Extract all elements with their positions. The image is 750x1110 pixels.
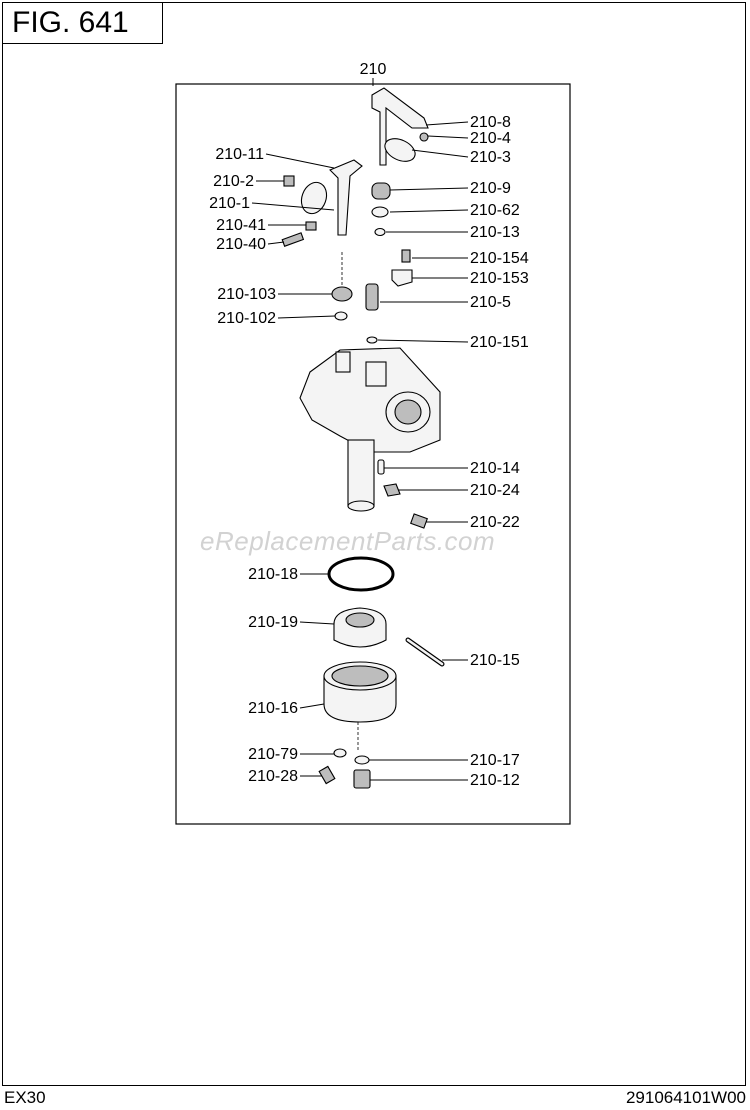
- bracket-part: [391, 269, 413, 287]
- callout-label: 210-11: [215, 146, 264, 163]
- washer-part: [371, 206, 389, 218]
- screw-part: [283, 175, 295, 187]
- jet-part: [366, 336, 378, 344]
- carburetor-venturi: [394, 399, 422, 425]
- seal-part: [331, 286, 353, 302]
- assembly-label: 210: [360, 61, 387, 78]
- callout-label: 210-41: [216, 217, 266, 234]
- carburetor-stem-part: [347, 439, 375, 507]
- pin-part: [377, 459, 385, 475]
- gasket-ring-part: [327, 556, 395, 592]
- callout-label: 210-151: [470, 334, 529, 351]
- callout-label: 210-40: [216, 236, 266, 253]
- model-label: EX30: [4, 1088, 46, 1107]
- float-pin-part: [406, 638, 444, 666]
- callout-label: 210-1: [209, 195, 250, 212]
- washer-part: [333, 748, 347, 758]
- callout-label: 210-14: [470, 460, 520, 477]
- screw-part: [401, 249, 411, 263]
- callout-label: 210-79: [248, 746, 298, 763]
- watermark: eReplacementParts.com: [200, 526, 496, 556]
- callout-label: 210-154: [470, 250, 529, 267]
- float-bowl-inside: [331, 665, 389, 687]
- callout-label: 210-2: [213, 173, 254, 190]
- drawing-code: 291064101W00: [625, 1088, 746, 1107]
- choke-lever-part: [329, 159, 363, 236]
- throttle-plate-part: [384, 138, 416, 162]
- screw-part: [410, 513, 428, 529]
- clip-part: [383, 483, 401, 497]
- callout-label: 210-17: [470, 752, 520, 769]
- choke-plate-part: [300, 181, 328, 215]
- callout-label: 210-62: [470, 202, 520, 219]
- screw-part: [419, 132, 429, 142]
- callout-leaders: [251, 121, 469, 781]
- needle-part: [365, 283, 379, 311]
- callout-label: 210-18: [248, 566, 298, 583]
- gasket-part: [354, 755, 370, 765]
- callout-label: 210-3: [470, 149, 511, 166]
- callout-label: 210-16: [248, 700, 298, 717]
- carburetor-stem-end: [347, 500, 375, 512]
- callout-label: 210-102: [217, 310, 276, 327]
- callout-label: 210-13: [470, 224, 520, 241]
- spring-part: [305, 221, 317, 231]
- drawing-frame: [2, 2, 746, 1086]
- carburetor-post: [335, 351, 351, 373]
- callout-label: 210-4: [470, 130, 511, 147]
- callout-label: 210-22: [470, 514, 520, 531]
- seal-part: [371, 182, 391, 200]
- callout-label: 210-5: [470, 294, 511, 311]
- callout-label: 210-153: [470, 270, 529, 287]
- o-ring-part: [334, 311, 348, 321]
- callout-label: 210-9: [470, 180, 511, 197]
- carburetor-post: [365, 361, 387, 387]
- bowl-nut-part: [353, 769, 371, 789]
- callout-label: 210-15: [470, 652, 520, 669]
- float-center: [345, 612, 375, 628]
- callout-label: 210-103: [217, 286, 276, 303]
- callout-label: 210-12: [470, 772, 520, 789]
- figure-title-box: FIG. 641: [2, 2, 163, 44]
- callout-label: 210-8: [470, 114, 511, 131]
- callout-label: 210-19: [248, 614, 298, 631]
- screw-part: [281, 232, 305, 247]
- drain-screw-part: [318, 765, 336, 785]
- callout-label: 210-24: [470, 482, 520, 499]
- callout-label: 210-28: [248, 768, 298, 785]
- ring-part: [374, 227, 386, 237]
- figure-title: FIG. 641: [12, 6, 129, 39]
